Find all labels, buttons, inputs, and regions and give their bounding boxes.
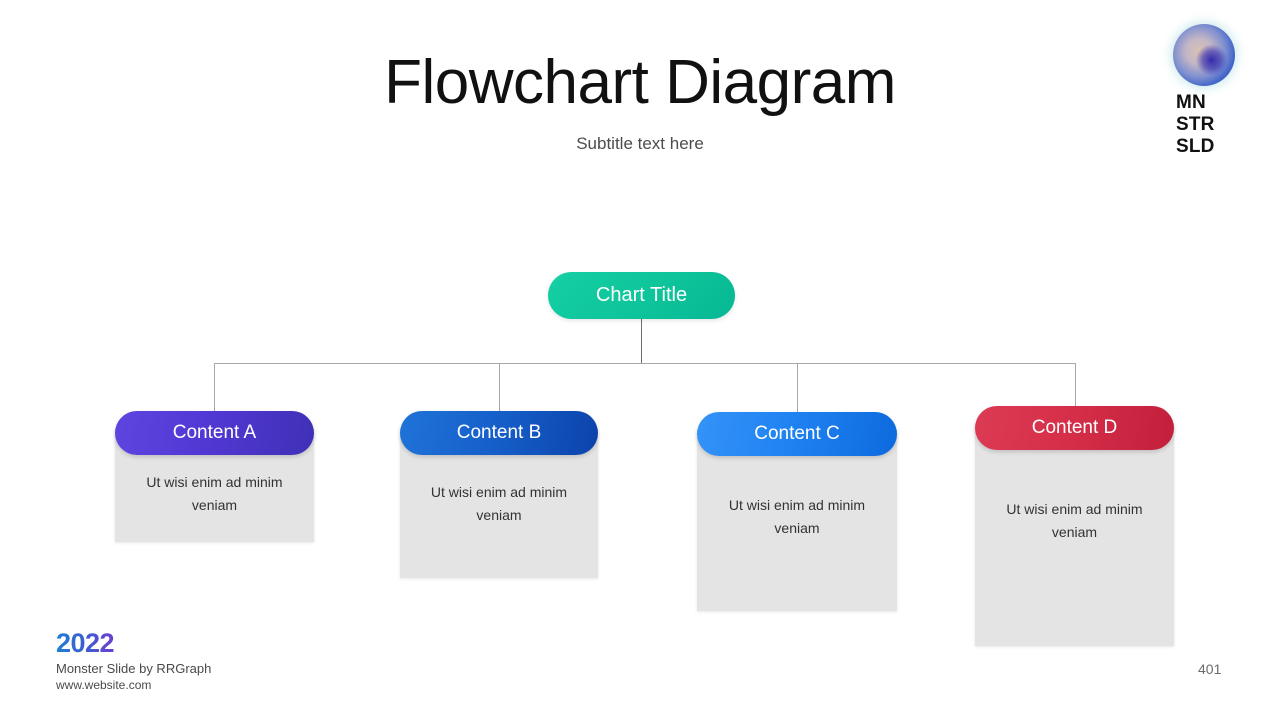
node-content-b-label: Content B xyxy=(456,422,542,443)
connector-root-vertical xyxy=(641,318,642,363)
node-content-b-text: Ut wisi enim ad minim veniam xyxy=(430,484,568,523)
connector-drop-d xyxy=(1075,363,1076,412)
node-content-a-text: Ut wisi enim ad minim veniam xyxy=(146,474,283,513)
node-content-c-text: Ut wisi enim ad minim veniam xyxy=(728,497,866,536)
footer-year: 2022 xyxy=(56,628,115,658)
node-content-d-text: Ut wisi enim ad minim veniam xyxy=(1006,501,1143,540)
node-content-d-header[interactable]: Content D xyxy=(975,406,1174,450)
brand-wordmark-line-2: STR xyxy=(1176,114,1215,136)
connector-drop-c xyxy=(797,363,798,412)
page-subtitle: Subtitle text here xyxy=(576,134,704,153)
node-content-c-label: Content C xyxy=(754,423,840,444)
node-chart-title-label: Chart Title xyxy=(595,284,688,306)
node-content-a-label: Content A xyxy=(172,422,257,443)
page-title: Flowchart Diagram xyxy=(384,48,896,117)
footer-website[interactable]: www.website.com xyxy=(56,678,152,692)
brand-wordmark: MN STR SLD xyxy=(1176,92,1215,158)
connector-horizontal-bus xyxy=(214,363,1076,364)
connector-drop-a xyxy=(214,363,215,412)
node-content-c-body xyxy=(697,430,897,611)
node-content-b-header[interactable]: Content B xyxy=(400,411,598,455)
node-content-d-body xyxy=(975,424,1174,646)
page-number: 401 xyxy=(1198,661,1222,677)
node-content-a-header[interactable]: Content A xyxy=(115,411,314,455)
connector-drop-b xyxy=(499,363,500,412)
node-chart-title[interactable]: Chart Title xyxy=(548,272,735,319)
node-content-c-header[interactable]: Content C xyxy=(697,412,897,456)
gradient-sphere-icon xyxy=(1173,24,1235,86)
brand-wordmark-line-1: MN xyxy=(1176,92,1206,113)
brand-wordmark-line-3: SLD xyxy=(1176,136,1215,158)
footer-credit: Monster Slide by RRGraph xyxy=(56,661,212,676)
brand-logo: MN STR SLD xyxy=(1170,24,1262,164)
node-content-d-label: Content D xyxy=(1031,417,1118,438)
